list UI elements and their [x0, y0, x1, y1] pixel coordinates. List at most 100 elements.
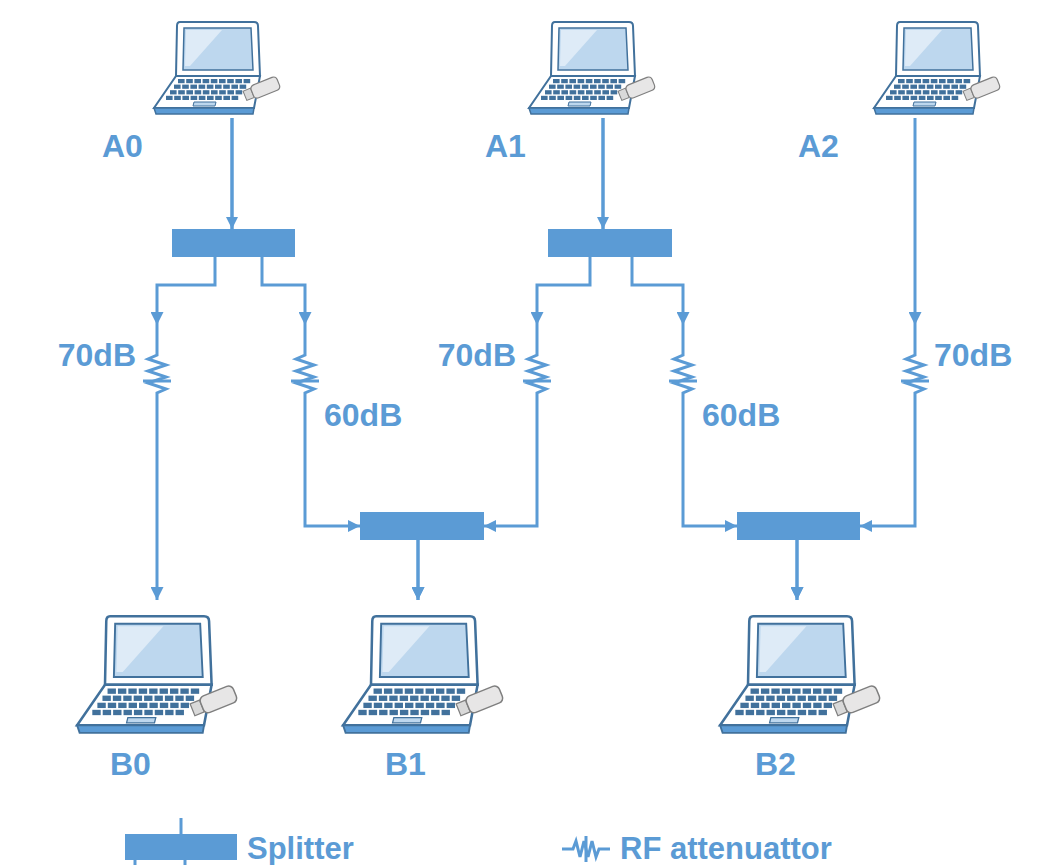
attenuator-node: 70dB: [522, 325, 552, 405]
keyboard-key: [129, 703, 137, 708]
node-shape: [715, 600, 880, 738]
resistor-tick: [291, 380, 319, 383]
keyboard-key: [240, 85, 247, 89]
resistor-symbol: [674, 325, 692, 405]
keyboard-key: [394, 689, 402, 694]
laptop-base: [874, 76, 980, 108]
keyboard-key: [118, 703, 126, 708]
keyboard-key: [415, 689, 423, 694]
device-label: A2: [798, 130, 839, 162]
node-shape: [522, 325, 552, 405]
attenuation-label: 70dB: [934, 339, 1012, 371]
device-label: B2: [755, 748, 796, 780]
keyboard-key: [911, 96, 918, 100]
usb-body: [625, 76, 656, 99]
keyboard-key: [178, 90, 185, 94]
keyboard-key: [123, 696, 131, 701]
keyboard-key: [792, 703, 800, 708]
node-shape: [338, 600, 503, 738]
keyboard-key: [553, 79, 560, 83]
laptop-icon: [529, 22, 656, 114]
keyboard-key: [446, 689, 454, 694]
touchpad: [393, 718, 422, 723]
keyboard-key: [557, 96, 564, 100]
keyboard-key: [902, 85, 909, 89]
laptop-edge: [154, 108, 254, 114]
node-shape: [150, 10, 280, 118]
laptop-screen: [903, 28, 973, 70]
touchpad: [193, 102, 216, 106]
laptop-lid: [176, 22, 260, 76]
keyboard-key: [935, 96, 942, 100]
keyboard-key: [374, 689, 382, 694]
keyboard-key: [943, 85, 950, 89]
keyboard-key: [923, 79, 930, 83]
keyboard-key: [787, 710, 795, 715]
keyboard-key: [955, 79, 962, 83]
laptop-screen: [757, 624, 846, 677]
keyboard-key: [244, 79, 251, 83]
keyboard-key: [777, 696, 785, 701]
arrow-head: [860, 520, 872, 532]
keyboard-key: [128, 689, 136, 694]
usb-body: [842, 684, 882, 714]
laptop-node: A1: [525, 10, 655, 118]
keyboard-key: [235, 79, 242, 83]
laptop-edge: [343, 725, 470, 733]
keyboard-key: [906, 90, 913, 94]
node-shape: [525, 10, 655, 118]
keyboard-key: [570, 90, 577, 94]
keyboard-key: [118, 689, 126, 694]
keyboard-key: [798, 696, 806, 701]
keyboard-key: [598, 96, 605, 100]
keyboard-key: [906, 79, 913, 83]
keyboard-key: [207, 85, 214, 89]
keyboard-key: [134, 696, 142, 701]
keyboard-key: [824, 703, 832, 708]
laptop-node: A2: [870, 10, 1000, 118]
laptop-screen: [114, 624, 203, 677]
keyboard-key: [223, 96, 230, 100]
coax-connector: [797, 405, 915, 600]
keyboard-key: [923, 90, 930, 94]
laptop-icon: [343, 616, 504, 733]
keyboard-key: [186, 79, 193, 83]
keyboard-key: [190, 85, 197, 89]
keyboard-key: [223, 85, 230, 89]
splitter-bar: [360, 512, 484, 540]
keyboard-key: [735, 710, 743, 715]
usb-stick: [189, 684, 238, 718]
keyboard-key: [421, 710, 429, 715]
keyboard-key: [405, 689, 413, 694]
keyboard-key: [787, 696, 795, 701]
keyboard-key: [384, 689, 392, 694]
keyboard-key: [557, 85, 564, 89]
keyboard-key: [144, 696, 152, 701]
keyboard-key: [431, 696, 439, 701]
coax-connector: [305, 405, 418, 600]
keyboard-key: [384, 703, 392, 708]
laptop-icon: [154, 22, 281, 114]
keyboard-key: [358, 710, 366, 715]
screen-glare: [116, 626, 163, 672]
keyboard-key: [215, 96, 222, 100]
resistor-symbol: [296, 325, 314, 405]
keyboard-key: [771, 689, 779, 694]
device-label: B0: [110, 748, 151, 780]
keyboard-key: [400, 710, 408, 715]
laptop-lid: [748, 616, 855, 685]
keyboard-key: [927, 96, 934, 100]
keyboard-key: [181, 703, 189, 708]
keyboard-key: [447, 703, 455, 708]
usb-body: [970, 76, 1001, 99]
attenuator-node: 60dB: [290, 325, 320, 405]
keyboard-key: [566, 96, 573, 100]
keyboard-key: [886, 96, 893, 100]
keyboard-key: [947, 90, 954, 94]
keyboard-key: [761, 689, 769, 694]
keyboard-key: [590, 96, 597, 100]
keyboard-key: [368, 696, 376, 701]
attenuation-label: 60dB: [702, 399, 780, 431]
keyboard-key: [211, 90, 218, 94]
attenuator-node: 70dB: [900, 325, 930, 405]
